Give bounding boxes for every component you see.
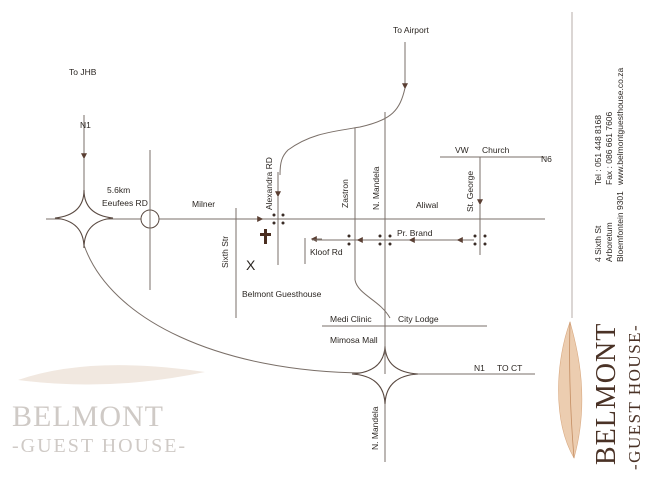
telephone: Tel : 051 448 8168 (593, 115, 603, 185)
watermark-name: BELMONT (12, 400, 164, 433)
church-label: Church (482, 145, 510, 155)
n-mandela-bottom-label: N. Mandela (370, 406, 380, 450)
church-cross-icon (260, 229, 271, 244)
website: www.belmontguesthouse.co.za (615, 68, 625, 186)
fax: Fax : 086 661 7606 (604, 111, 614, 185)
watermark-tagline: -GUEST HOUSE- (12, 435, 187, 457)
zastron-southeast-curve (354, 279, 391, 319)
pr-brand-label: Pr. Brand (397, 228, 433, 238)
watermark-logo: BELMONT -GUEST HOUSE- (12, 365, 205, 457)
ring-road-curve (83, 244, 366, 374)
mandela-intersection-dots (378, 234, 392, 246)
st-george-intersection-dots (473, 234, 487, 246)
aliwal-label: Aliwal (416, 200, 438, 210)
west-interchange (54, 189, 114, 249)
eeufees-rd-label: Eeufees RD (102, 198, 148, 208)
address-line-1: 4 Sixth St (593, 225, 603, 262)
city-lodge-label: City Lodge (398, 314, 439, 324)
feather-icon (558, 321, 583, 459)
brand-name: BELMONT (591, 323, 622, 465)
distance-label: 5.6km (107, 185, 130, 195)
roads (46, 42, 545, 462)
sixth-str-label: Sixth Str (220, 236, 230, 268)
address-line-3: Bloemfontein 9301 (615, 191, 625, 262)
address-line-2: Arboretum (604, 222, 614, 262)
intersection-markers (272, 213, 487, 246)
mimosa-mall-label: Mimosa Mall (330, 335, 378, 345)
kloof-rd-label: Kloof Rd (310, 247, 343, 257)
alexandra-intersection-dots (272, 213, 285, 225)
zastron-label: Zastron (340, 179, 350, 208)
guesthouse-marker: X (246, 257, 256, 273)
n1-south-label: N1 (474, 363, 485, 373)
n-mandela-top-label: N. Mandela (371, 166, 381, 210)
brand-logo: BELMONT -GUEST HOUSE- (558, 321, 644, 470)
contact-block: 4 Sixth St Arboretum Bloemfontein 9301 T… (571, 12, 625, 318)
watermark-feather-icon (18, 365, 205, 385)
to-ct-label: TO CT (497, 363, 522, 373)
belmont-guesthouse-label: Belmont Guesthouse (242, 289, 322, 299)
alexandra-rd-label: Alexandra RD (264, 157, 274, 210)
st-george-label: St. George (465, 171, 475, 212)
kloof-intersection-dots (347, 234, 351, 246)
to-airport-label: To Airport (393, 25, 430, 35)
to-jhb-label: To JHB (69, 67, 97, 77)
n1-north-label: N1 (80, 120, 91, 130)
vw-label: VW (455, 145, 469, 155)
brand-tagline: -GUEST HOUSE- (625, 324, 644, 470)
medi-clinic-label: Medi Clinic (330, 314, 372, 324)
airport-curve-road (279, 87, 406, 176)
map-labels: To JHB N1 To Airport 5.6km Eeufees RD Mi… (69, 25, 552, 450)
n6-label: N6 (541, 154, 552, 164)
milner-label: Milner (192, 199, 215, 209)
